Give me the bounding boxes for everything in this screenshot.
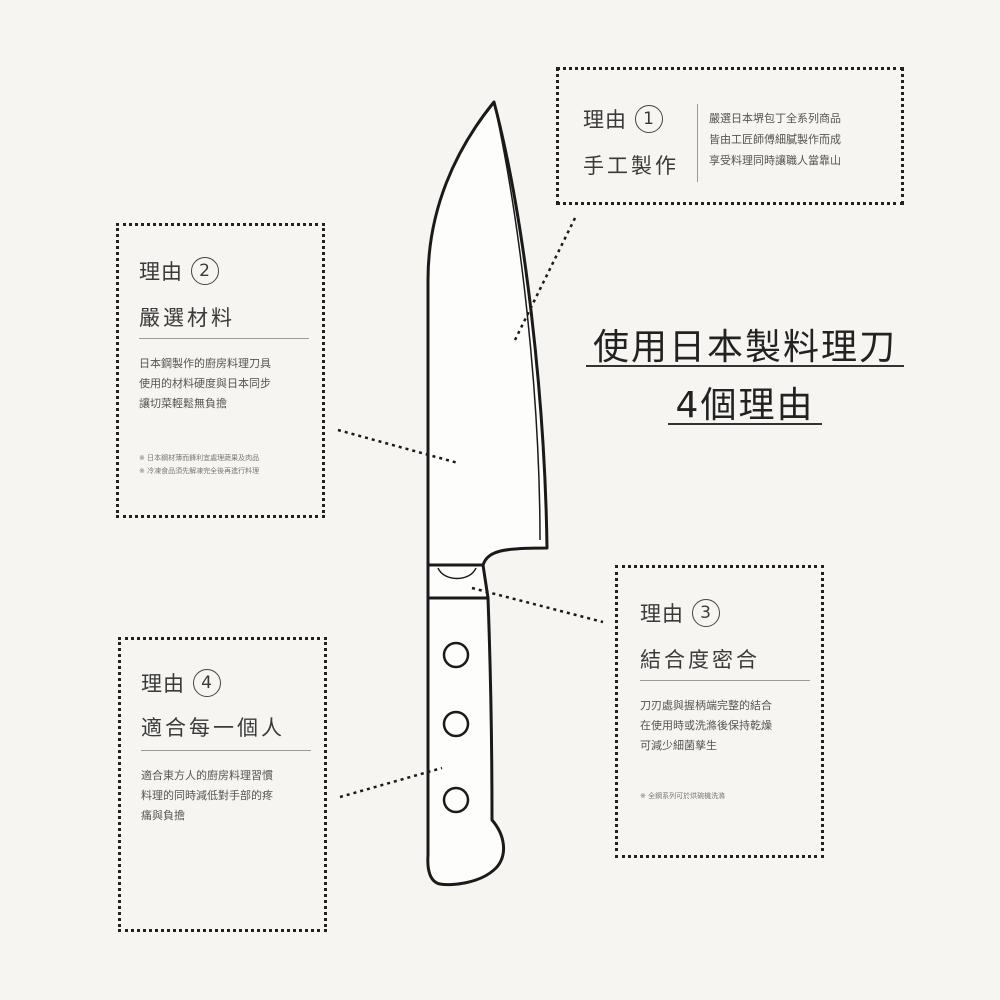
connector-1 [513, 217, 577, 341]
reason-number-circle: 1 [635, 105, 663, 133]
desc-line: 料理的同時減低對手部的疼 [141, 789, 273, 802]
reason-3-rule [640, 680, 810, 681]
desc-line: 可減少細菌孳生 [640, 739, 717, 752]
rivet-top [442, 641, 470, 669]
reason-number-circle: 3 [692, 599, 720, 627]
desc-line: 使用的材料硬度與日本同步 [139, 377, 271, 390]
reason-1-description: 嚴選日本堺包丁全系列商品 皆由工匠師傅細膩製作而成 享受料理同時讓職人當靠山 [709, 108, 841, 171]
knife-blade [426, 100, 549, 567]
rivet-middle [442, 710, 470, 738]
note-line: ※ 日本鋼材薄而鋒利宜處理蔬果及肉品 [139, 454, 260, 462]
desc-line: 讓切菜輕鬆無負擔 [139, 397, 227, 410]
reason-1-label: 理由 1 [583, 104, 663, 134]
desc-line: 皆由工匠師傅細膩製作而成 [709, 133, 841, 146]
headline-underline-1 [586, 365, 904, 367]
headline-line-1: 使用日本製料理刀 [592, 327, 897, 368]
rivet-bottom [442, 786, 470, 814]
reason-number-circle: 4 [193, 669, 221, 697]
reason-3-label: 理由 3 [640, 598, 720, 628]
reason-2-title: 嚴選材料 [139, 306, 235, 330]
desc-line: 享受料理同時讓職人當靠山 [709, 154, 841, 167]
reason-1-title: 手工製作 [583, 154, 679, 178]
reason-3-description: 刀刃處與握柄端完整的結合 在使用時或洗滌後保持乾燥 可減少細菌孳生 [640, 696, 772, 756]
reason-4-label: 理由 4 [141, 668, 221, 698]
knife-handle [426, 596, 505, 887]
reason-4-box: 理由 4 適合每一個人 適合東方人的廚房料理習慣 料理的同時減低對手部的疼 痛與… [118, 637, 327, 932]
reason-2-description: 日本鋼製作的廚房料理刀具 使用的材料硬度與日本同步 讓切菜輕鬆無負擔 [139, 354, 271, 414]
reason-1-divider [697, 104, 698, 182]
desc-line: 在使用時或洗滌後保持乾燥 [640, 719, 772, 732]
connector-3 [471, 586, 604, 624]
headline-underline-2 [668, 423, 822, 425]
reason-3-title: 結合度密合 [640, 648, 760, 672]
reason-4-description: 適合東方人的廚房料理習慣 料理的同時減低對手部的疼 痛與負擔 [141, 766, 273, 826]
reason-number-circle: 2 [191, 257, 219, 285]
reason-label-text: 理由 [640, 602, 684, 626]
headline-line-2: 4個理由 [675, 385, 815, 426]
desc-line: 刀刃處與握柄端完整的結合 [640, 699, 772, 712]
reason-label-text: 理由 [583, 108, 627, 132]
desc-line: 嚴選日本堺包丁全系列商品 [709, 112, 841, 125]
desc-line: 日本鋼製作的廚房料理刀具 [139, 357, 271, 370]
reason-2-box: 理由 2 嚴選材料 日本鋼製作的廚房料理刀具 使用的材料硬度與日本同步 讓切菜輕… [116, 223, 325, 518]
note-line: ※ 冷凍食品須先解凍完全後再進行料理 [139, 467, 260, 475]
reason-3-box: 理由 3 結合度密合 刀刃處與握柄端完整的結合 在使用時或洗滌後保持乾燥 可減少… [615, 565, 824, 858]
reason-label-text: 理由 [141, 672, 185, 696]
reason-label-text: 理由 [139, 260, 183, 284]
desc-line: 適合東方人的廚房料理習慣 [141, 769, 273, 782]
reason-2-rule [139, 338, 309, 339]
reason-4-title: 適合每一個人 [141, 716, 285, 740]
note-line: ※ 全鋼系列可於烘碗機洗滌 [640, 792, 726, 800]
desc-line: 痛與負擔 [141, 809, 185, 822]
knife-bolster [426, 563, 490, 600]
reason-4-rule [141, 750, 311, 751]
reason-3-notes: ※ 全鋼系列可於烘碗機洗滌 [640, 790, 725, 803]
reason-1-box: 理由 1 手工製作 嚴選日本堺包丁全系列商品 皆由工匠師傅細膩製作而成 享受料理… [556, 67, 904, 205]
reason-2-notes: ※ 日本鋼材薄而鋒利宜處理蔬果及肉品 ※ 冷凍食品須先解凍完全後再進行料理 [139, 452, 259, 478]
reason-2-label: 理由 2 [139, 256, 219, 286]
